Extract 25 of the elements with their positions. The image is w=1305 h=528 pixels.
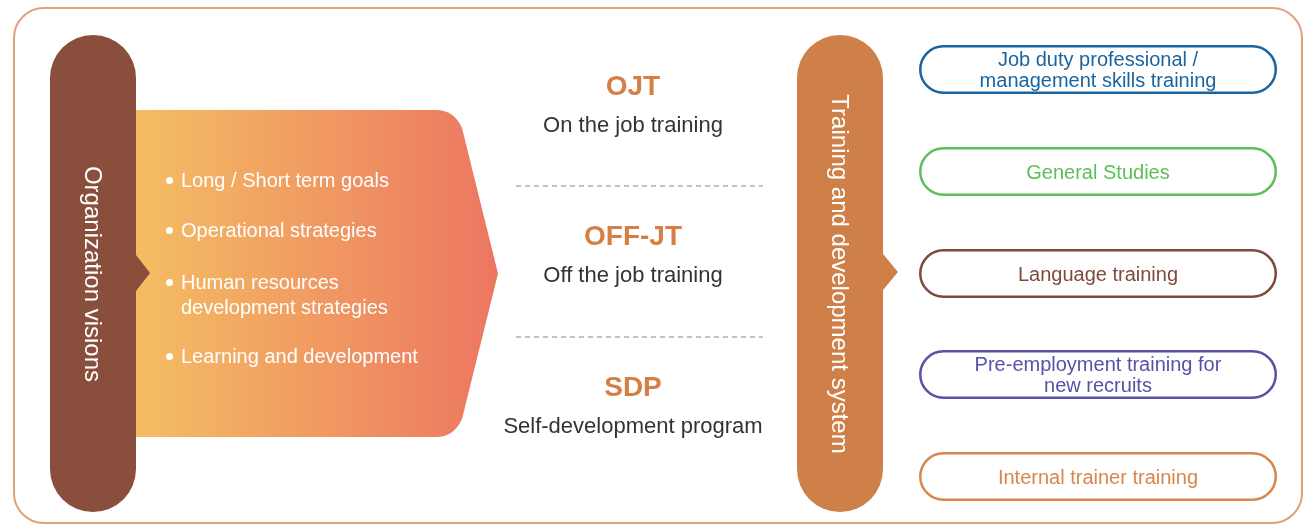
training-name: Internal trainer training bbox=[996, 466, 1200, 487]
training-name: Language training bbox=[1016, 263, 1180, 284]
list-item: Long / Short term goals bbox=[181, 168, 389, 193]
training-pill bbox=[919, 249, 1277, 298]
program-name: Self-development program bbox=[503, 413, 763, 439]
training-pill bbox=[919, 452, 1277, 501]
pentagon-arrow-shape bbox=[150, 110, 498, 437]
list-item: Operational strategies bbox=[181, 218, 377, 243]
list-item: Human resources development strategies bbox=[181, 270, 389, 320]
program-name: Off the job training bbox=[543, 262, 723, 288]
program-abbreviation: OJT bbox=[605, 70, 661, 102]
program-abbreviation: SDP bbox=[604, 371, 662, 403]
training-pill bbox=[919, 147, 1277, 196]
banner-title: Training and development system bbox=[826, 93, 854, 454]
vertical-pill-banner bbox=[50, 35, 150, 512]
list-item: Learning and development bbox=[181, 344, 418, 369]
banner-title: Organization visions bbox=[79, 165, 107, 382]
training-name: Pre-employment training for new recruits bbox=[973, 353, 1223, 396]
training-pill bbox=[919, 45, 1277, 94]
program-abbreviation: OFF-JT bbox=[584, 220, 682, 252]
training-name: General Studies bbox=[1025, 161, 1171, 182]
program-name: On the job training bbox=[543, 112, 723, 138]
vertical-pill-banner bbox=[797, 35, 898, 512]
training-pill bbox=[919, 350, 1277, 399]
training-name: Job duty professional / management skills training bbox=[978, 48, 1218, 91]
